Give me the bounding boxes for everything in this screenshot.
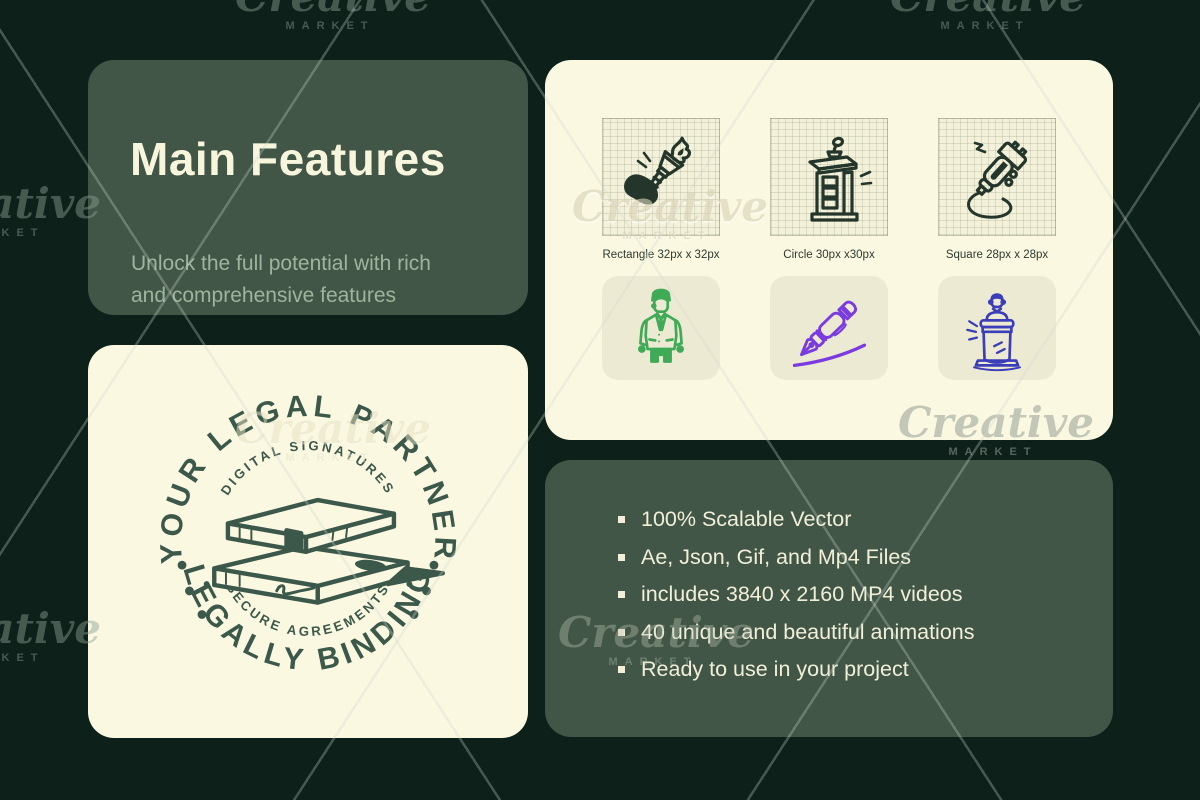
creative-market-watermark: Creative MARKET — [0, 179, 101, 239]
legal-partner-badge: YOUR LEGAL PARTNER DIGITAL SIGNATURES SE… — [155, 390, 457, 678]
icon-grid: Rectangle 32px x 32px — [545, 60, 1113, 440]
list-item-text: Ae, Json, Gif, and Mp4 Files — [641, 544, 912, 569]
features-card: Main Features Unlock the full potential … — [88, 60, 528, 315]
solid-tile — [602, 276, 720, 380]
square-bullet-icon — [618, 628, 625, 636]
features-subtitle: Unlock the full potential with rich and … — [131, 248, 431, 312]
icon-samples-card: Rectangle 32px x 32px — [545, 60, 1113, 440]
solid-tile — [938, 276, 1056, 380]
square-bullet-icon — [618, 553, 625, 561]
creative-market-watermark: Creative MARKET — [235, 0, 431, 32]
stun-gun-icon — [967, 140, 1028, 219]
icon-size-label: Square 28px x 28px — [945, 249, 1049, 261]
page-title: Main Features — [130, 133, 446, 185]
list-item-text: Ready to use in your project — [641, 657, 909, 681]
solid-tile — [770, 276, 888, 380]
list-item-text: includes 3840 x 2160 MP4 videos — [641, 582, 963, 606]
list-item: Ae, Json, Gif, and Mp4 Files — [618, 546, 975, 568]
square-bullet-icon — [618, 591, 625, 598]
speaker-podium-icon — [966, 293, 1021, 372]
icon-column-3: Square 28px x 28px — [938, 118, 1056, 440]
badge-side-dots — [177, 560, 439, 619]
grid-tile — [938, 118, 1056, 236]
icon-size-label: Circle 30px x30px — [783, 249, 875, 261]
grid-tile — [770, 118, 888, 236]
subtitle-line-1: Unlock the full potential with rich — [131, 252, 431, 275]
list-item-text: 100% Scalable Vector — [641, 507, 852, 531]
icon-column-2: Circle 30px x30px — [770, 118, 888, 440]
feature-list: 100% Scalable Vector Ae, Json, Gif, and … — [618, 508, 975, 696]
books-illustration — [212, 497, 445, 605]
list-item: 100% Scalable Vector — [618, 508, 975, 530]
grid-tile — [602, 118, 720, 236]
list-item: Ready to use in your project — [618, 658, 975, 680]
square-bullet-icon — [618, 666, 625, 673]
fountain-pen-icon — [792, 300, 867, 368]
icon-column-1: Rectangle 32px x 32px — [602, 118, 720, 440]
badge-card: YOUR LEGAL PARTNER DIGITAL SIGNATURES SE… — [88, 345, 528, 738]
subtitle-line-2: and comprehensive features — [131, 284, 396, 307]
list-item-text: 40 unique and beautiful animations — [641, 619, 975, 644]
list-item: includes 3840 x 2160 MP4 videos — [618, 583, 975, 605]
podium-icon — [808, 136, 873, 222]
square-bullet-icon — [618, 516, 625, 523]
icon-size-label: Rectangle 32px x 32px — [602, 249, 720, 261]
list-item: 40 unique and beautiful animations — [618, 621, 975, 643]
torch-icon — [624, 136, 692, 205]
creative-market-watermark: Creative MARKET — [0, 604, 101, 664]
businessman-icon — [638, 288, 684, 363]
creative-market-watermark: Creative MARKET — [890, 0, 1086, 32]
badge-arc-top-inner: DIGITAL SIGNATURES — [218, 438, 399, 498]
feature-list-card: 100% Scalable Vector Ae, Json, Gif, and … — [545, 460, 1113, 737]
